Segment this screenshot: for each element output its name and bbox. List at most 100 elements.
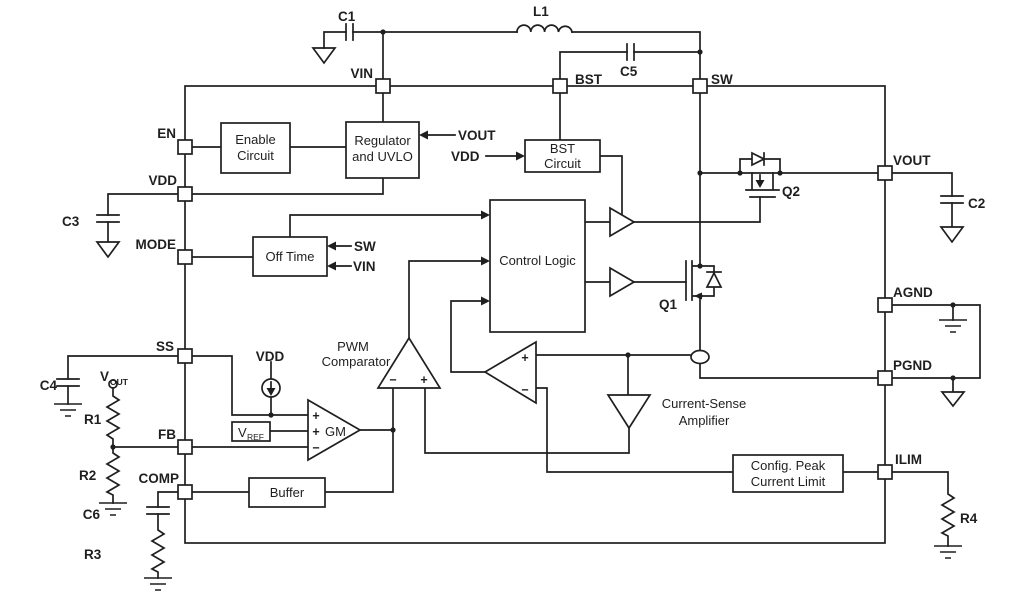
current-sense-amplifier-label: Current-Sense [662, 396, 747, 411]
junction-dot [625, 352, 631, 358]
input-filter-network: C1 L1 C5 [311, 4, 703, 80]
q2-mosfet: Q2 [699, 151, 879, 199]
gm-label: GM [325, 424, 346, 439]
junction-dot [950, 302, 956, 308]
ground-ties [891, 302, 981, 408]
arrowhead-icon [327, 241, 336, 251]
c3-label: C3 [62, 214, 80, 229]
current-limit-comparator-icon [483, 340, 537, 405]
q2-mosfet-icon [745, 172, 780, 198]
top-rail-wire [382, 31, 701, 80]
csa-to-pwm-wire [424, 387, 630, 454]
comp-network-c6-r3: C6 R3 [83, 491, 179, 591]
c5-capacitor-icon [626, 43, 635, 61]
en-pin-label: EN [157, 126, 176, 141]
amplifiers: − + PWM Comparator + − Current-Sense Amp… [261, 206, 747, 462]
arrowhead-icon [481, 296, 490, 306]
c4-leads [67, 355, 179, 405]
limit-minus-sign: − [521, 383, 528, 397]
gm-plus-sign: + [312, 409, 319, 423]
ss-pin-label: SS [156, 339, 174, 354]
r3-label: R3 [84, 547, 102, 562]
pwm-comparator-label: PWM [337, 339, 369, 354]
current-sense-amplifier-label: Amplifier [679, 413, 730, 428]
vdd-bypass-c3: C3 [62, 193, 179, 259]
feedback-divider: V OUT R1 R2 [79, 369, 179, 516]
offtime-sw-label: SW [354, 239, 376, 254]
pgnd-pin-label: PGND [893, 358, 932, 373]
enable-circuit-label: Circuit [237, 148, 274, 163]
pin-sw [692, 78, 708, 94]
highside-driver-icon [609, 206, 636, 238]
gm-minus-sign: − [312, 441, 319, 455]
soft-start-c4: C4 [40, 355, 179, 417]
pwm-to-control-wire [408, 260, 482, 339]
buffer-label: Buffer [270, 485, 305, 500]
c4-capacitor-icon [56, 378, 80, 387]
r3-earth-ground-icon [144, 577, 172, 591]
c3-leads [107, 193, 179, 243]
r2-earth-ground-icon [99, 502, 127, 516]
arrowhead-icon [419, 130, 428, 140]
pin-comp [177, 484, 193, 500]
bst-circuit-label: BST [550, 141, 575, 156]
pin-agnd [877, 297, 893, 313]
offtime-input-wires [335, 245, 352, 267]
regulator-uvlo-block [345, 121, 420, 179]
enable-circuit-block [220, 122, 291, 174]
bst-vdd-label: VDD [451, 149, 480, 164]
c6-r3-leads [150, 491, 179, 579]
c4-label: C4 [40, 378, 58, 393]
vout-terminal-label: V [100, 369, 109, 384]
control-logic-label: Control Logic [499, 253, 576, 268]
junction-dot [380, 29, 386, 35]
regulator-uvlo-label: Regulator [354, 133, 411, 148]
q2-diode-leads [739, 158, 781, 174]
off-time-label: Off Time [266, 249, 315, 264]
highside-drive-wire [584, 196, 761, 223]
q2-label: Q2 [782, 184, 800, 199]
bst-circuit-label: Circuit [544, 156, 581, 171]
junction-dot [737, 170, 743, 176]
agnd-pin-label: AGND [893, 285, 933, 300]
control-logic-block [489, 199, 586, 333]
config-peak-label: Current Limit [751, 474, 826, 489]
r4-label: R4 [960, 511, 978, 526]
enable-circuit-label: Enable [235, 132, 275, 147]
c2-label: C2 [968, 196, 985, 211]
buffer-block [248, 477, 326, 508]
pin-vin [375, 78, 391, 94]
q1-diode-leads [699, 265, 715, 297]
pin-mode [177, 249, 193, 265]
vout-pin-label: VOUT [893, 153, 931, 168]
pin-vout [877, 165, 893, 181]
c1-label: C1 [338, 9, 356, 24]
config-peak-label: Config. Peak [751, 458, 826, 473]
bst-pin-label: BST [575, 72, 603, 87]
q1-body-diode-icon [705, 271, 723, 288]
current-sense-element-icon [690, 349, 710, 365]
arrowhead-icon [481, 210, 490, 220]
lowside-driver-icon [609, 266, 636, 298]
c2-leads [891, 172, 953, 228]
r1-label: R1 [84, 412, 102, 427]
offtime-to-control-wire [289, 214, 482, 238]
ic-pins [177, 78, 893, 500]
c5-leads [559, 51, 701, 80]
bst-to-driver-wire [599, 155, 623, 216]
q2-arrow-icon [755, 180, 765, 188]
gm-output-wire [324, 387, 394, 493]
pin-labels: VIN BST SW EN VDD MODE SS FB COMP VOUT A… [136, 66, 933, 486]
r1-resistor-icon [105, 387, 121, 448]
q1-mosfet: Q1 [659, 260, 723, 312]
c2-capacitor-icon [940, 195, 964, 204]
off-time-block [252, 236, 328, 277]
current-sense-amplifier-icon [606, 394, 652, 430]
pin-bst [552, 78, 568, 94]
pin-vdd [177, 186, 193, 202]
current-source-arrow-icon [266, 388, 276, 396]
pin-pgnd [877, 370, 893, 386]
gm-plus-sign: + [312, 425, 319, 439]
c2-ground-icon [939, 226, 965, 244]
vdd-pin-label: VDD [148, 173, 177, 188]
